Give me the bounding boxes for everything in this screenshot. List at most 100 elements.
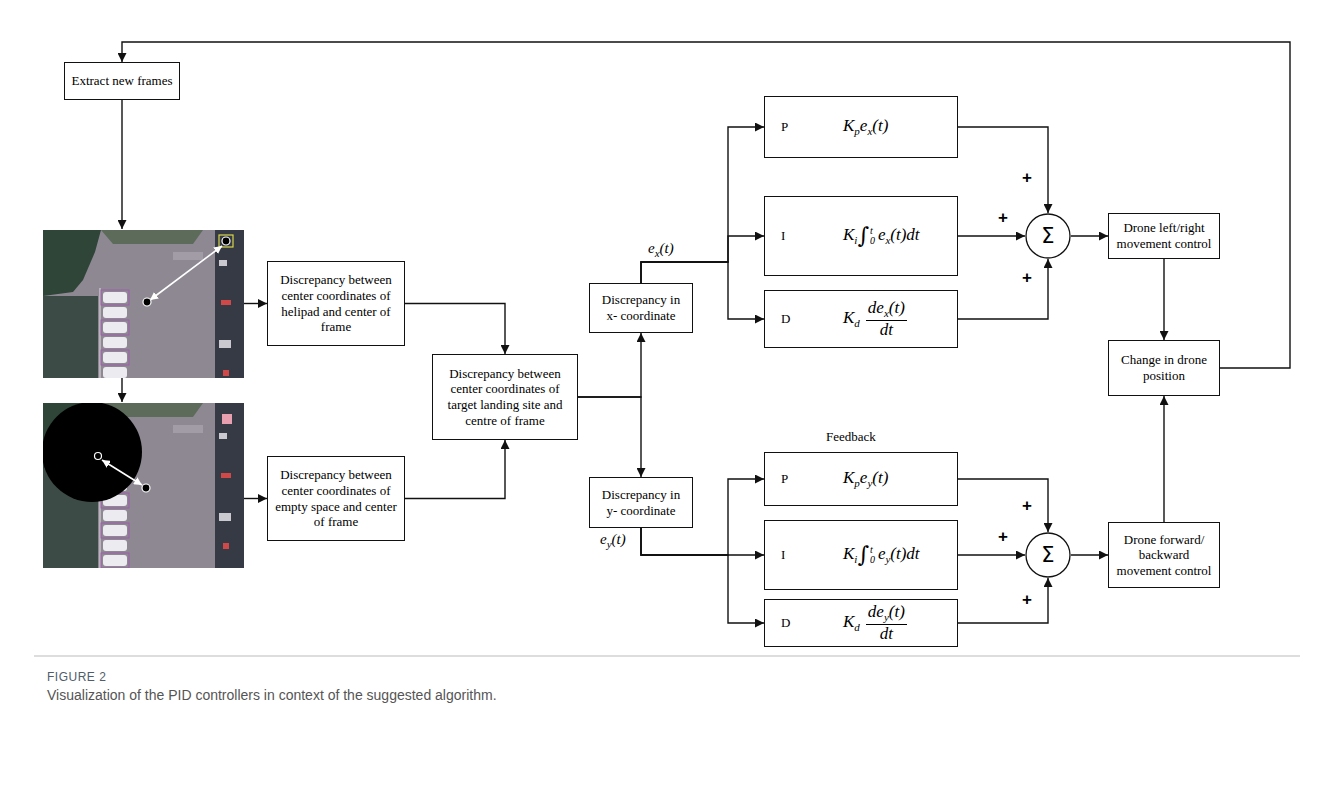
integral-limits: t0 [870,545,875,566]
connector-arrow [641,127,764,283]
process-box: Drone forward/ backward movement control [1108,522,1220,588]
term-letter: D [765,311,843,327]
lower-limit: 0 [870,236,875,247]
box-label: Extract new frames [71,73,172,89]
pid-term-box: PKpey(t) [764,452,958,506]
image-arrow [244,303,267,304]
sign-label: + [1022,268,1032,288]
sign-label: + [1022,168,1032,188]
connector-arrow [958,259,1048,319]
figure-caption: Visualization of the PID controllers in … [47,687,497,703]
connector-arrow [578,333,641,397]
subscript: x [884,307,889,319]
connector-arrow [958,578,1048,623]
sign-label: + [998,208,1008,228]
connector-arrow [1071,235,1108,236]
subscript: d [854,317,860,329]
label-part: e [648,240,655,256]
text-wrap: Drone forward/ backward movement control [1109,532,1219,579]
process-box: Extract new frames [64,62,180,100]
subscript: x [655,247,660,259]
subscript: i [854,234,857,246]
text-wrap: Discrepancy between center coordinates o… [433,366,577,428]
label-part: + [1022,590,1032,609]
subscript: d [854,621,860,633]
term-letter: I [765,547,843,563]
box-label: Discrepancy between center coordinates o… [438,366,572,428]
integral-sign: ∫ [857,223,868,248]
process-box: Discrepancy between center coordinates o… [432,354,578,440]
pid-term-box: DKddex(t)dt [764,290,958,348]
formula-part: K [843,612,854,631]
subscript: y [867,477,872,489]
subscript: x [885,234,890,246]
box-label: Drone left/right movement control [1114,220,1214,251]
aerial-scene [43,403,244,568]
formula: Kpex(t) [843,117,888,137]
formula-part: (t) [889,602,905,621]
lower-limit: 0 [870,555,875,566]
label-part: + [1022,268,1032,287]
formula-part: (t) [872,116,888,135]
connector-arrow [958,235,1025,236]
caption-rule [34,656,1300,657]
pid-term-box: DKddey(t)dt [764,599,958,648]
process-box: Discrepancy between center coordinates o… [267,456,405,541]
subscript: y [885,553,890,565]
connector-arrow [958,479,1048,532]
formula-part: de [868,602,884,621]
aerial-photo [43,403,244,568]
label-part: (t) [612,531,626,547]
term-letter: D [765,615,843,631]
formula: Kddey(t)dt [843,603,907,644]
helipad-center-dot [222,237,230,245]
label-part: + [1022,496,1032,515]
denominator: dt [866,321,907,340]
formula-part: dt [880,320,893,339]
connector-arrow [1071,554,1108,555]
integral-sign: ∫ [857,542,868,567]
formula-part: K [843,116,854,135]
formula: Ki∫t0ey(t)dt [843,543,920,567]
summing-junction: Σ [1025,532,1071,578]
sign-label: + [1022,590,1032,610]
formula-part: K [843,468,854,487]
sign-label: + [998,527,1008,547]
label-part: + [998,527,1008,546]
connector-arrow [405,304,505,355]
numerator: dey(t) [866,603,907,625]
image-arrow [121,100,122,229]
text-wrap: Discrepancy in y- coordinate [590,487,692,518]
box-label: Discrepancy between center coordinates o… [273,467,399,529]
image-arrow [121,378,122,402]
sum-symbol: Σ [1041,226,1054,247]
process-box: Drone left/right movement control [1108,213,1220,259]
formula-part: dt [880,624,893,643]
box-label: Discrepancy in x- coordinate [595,292,687,323]
pid-term-box: PKpex(t) [764,96,958,158]
offset-arrow [102,460,142,485]
subscript: p [854,125,860,137]
label-part: Feedback [826,429,876,444]
connector-arrow [641,528,764,623]
term-letter: P [765,471,843,487]
label-part: e [600,531,607,547]
connector-arrow [958,554,1025,555]
signal-name: ey(t) [600,531,626,550]
formula-part: K [843,308,854,327]
connector-arrow [1163,396,1164,522]
connector-arrow [641,528,764,555]
text-wrap: Drone left/right movement control [1109,220,1219,251]
subscript: y [884,611,889,623]
subscript: x [867,125,872,137]
formula-part: K [843,544,854,563]
junction-circle [1026,533,1070,577]
subscript: p [854,477,860,489]
formula: Kddex(t)dt [843,299,907,340]
text-wrap: Discrepancy between center coordinates o… [268,467,404,529]
pid-term-box: IKi∫t0ey(t)dt [764,520,958,590]
box-label: Change in drone position [1114,352,1214,383]
formula: Kpey(t) [843,469,888,489]
note-label: Feedback [826,429,876,445]
